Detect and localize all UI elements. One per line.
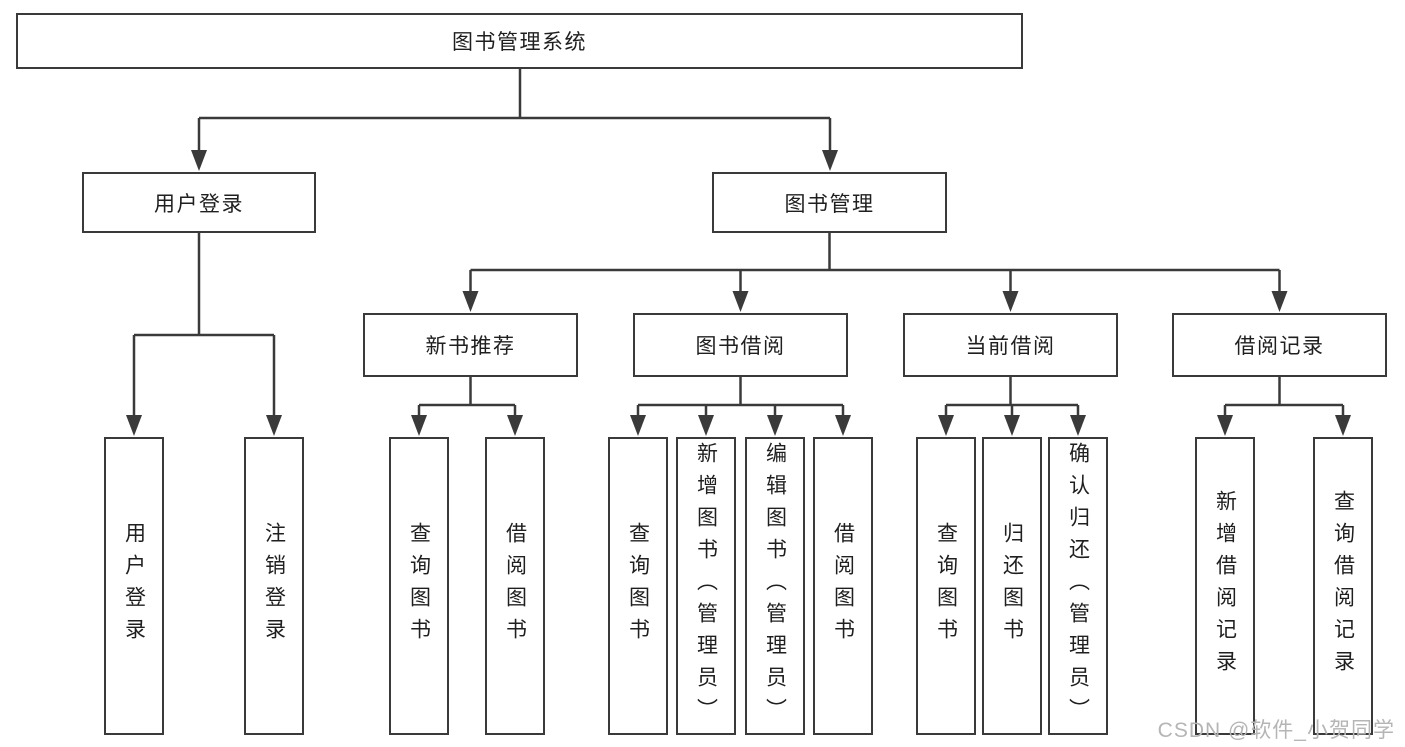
node-current-borrow: 当前借阅 <box>903 313 1118 377</box>
node-borrow-record: 借阅记录 <box>1172 313 1387 377</box>
leaf-query-book-1: 查询图书 <box>389 437 449 735</box>
leaf-confirm-return-admin: 确认归还（管理员） <box>1048 437 1108 735</box>
leaf-add-borrow-record: 新增借阅记录 <box>1195 437 1255 735</box>
leaf-user-login: 用户登录 <box>104 437 164 735</box>
leaf-borrow-book-1: 借阅图书 <box>485 437 545 735</box>
leaf-edit-book-admin: 编辑图书（管理员） <box>745 437 805 735</box>
leaf-borrow-book-2: 借阅图书 <box>813 437 873 735</box>
leaf-query-borrow-record: 查询借阅记录 <box>1313 437 1373 735</box>
leaf-add-book-admin: 新增图书（管理员） <box>676 437 736 735</box>
node-user-login: 用户登录 <box>82 172 316 233</box>
leaf-return-book: 归还图书 <box>982 437 1042 735</box>
leaf-query-book-3: 查询图书 <box>916 437 976 735</box>
node-new-book-recommend: 新书推荐 <box>363 313 578 377</box>
csdn-watermark: CSDN @软件_小贺同学 <box>1157 719 1395 742</box>
node-root: 图书管理系统 <box>16 13 1023 69</box>
node-book-management: 图书管理 <box>712 172 947 233</box>
leaf-logout: 注销登录 <box>244 437 304 735</box>
node-book-borrow: 图书借阅 <box>633 313 848 377</box>
leaf-query-book-2: 查询图书 <box>608 437 668 735</box>
